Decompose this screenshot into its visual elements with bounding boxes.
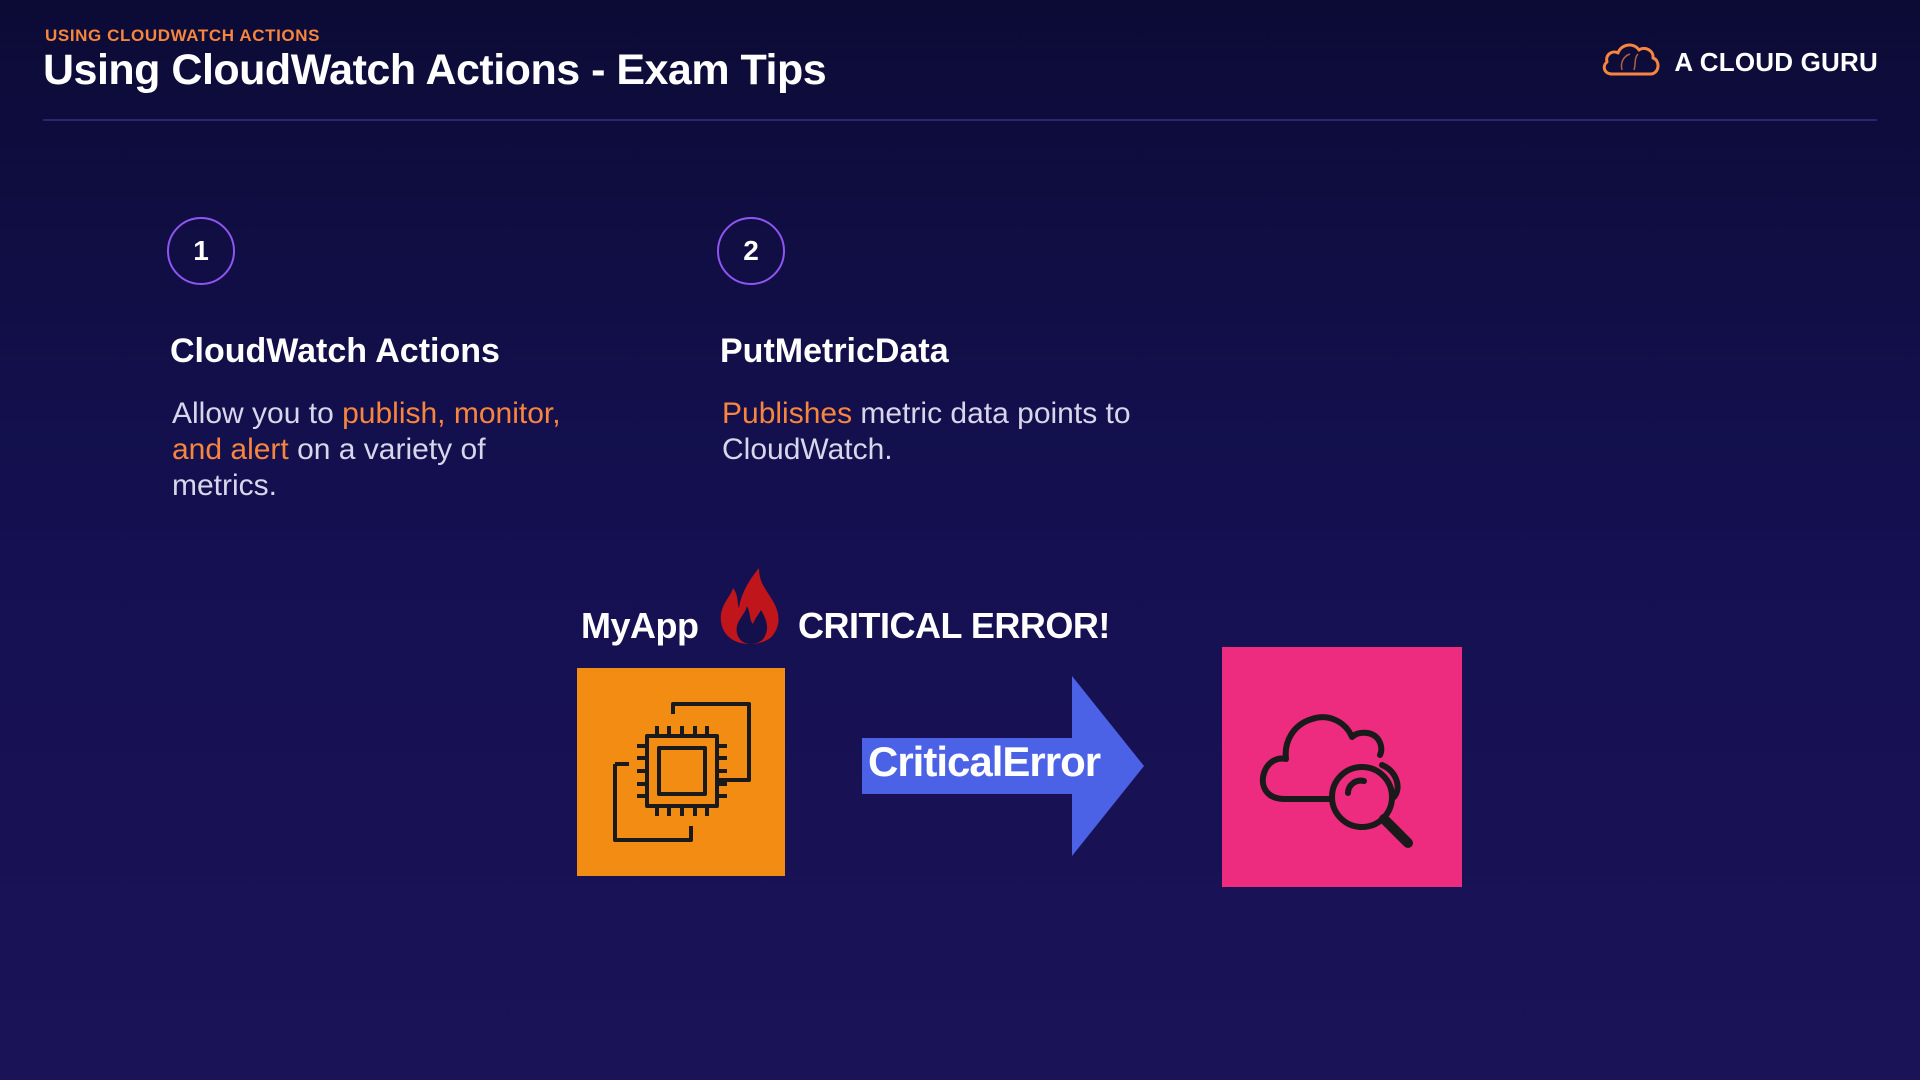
tip-body-1: Allow you to publish, monitor, and alert…	[172, 396, 632, 504]
tip-number-2: 2	[717, 217, 785, 285]
header-divider	[43, 119, 1877, 121]
critical-error-label: CRITICAL ERROR!	[798, 605, 1110, 646]
tip-body-text: Allow you to	[172, 397, 343, 430]
tip-highlight: publish, monitor,	[342, 397, 561, 430]
ec2-instance-tile	[577, 668, 785, 876]
cloud-logo-icon	[1600, 40, 1662, 85]
cloudwatch-icon	[1222, 714, 1462, 891]
tip-number-1: 1	[167, 217, 235, 285]
tip-body-2: Publishes metric data points to CloudWat…	[722, 396, 1202, 468]
tip-highlight: Publishes	[722, 397, 853, 430]
section-eyebrow: USING CLOUDWATCH ACTIONS	[45, 26, 321, 45]
myapp-label: MyApp	[581, 605, 699, 646]
critical-error-metric-label: CriticalError	[868, 738, 1101, 785]
metric-arrow	[862, 676, 1146, 861]
tip-highlight: and alert	[172, 433, 289, 466]
tip-heading-2: PutMetricData	[720, 332, 949, 370]
tip-body-text: CloudWatch.	[722, 433, 893, 466]
brand-logo: A CLOUD GURU	[1600, 40, 1878, 85]
brand-name: A CLOUD GURU	[1674, 47, 1878, 77]
ec2-instance-icon	[577, 702, 785, 880]
fire-icon	[715, 566, 785, 651]
cloudwatch-tile	[1222, 647, 1462, 887]
tip-heading-1: CloudWatch Actions	[170, 332, 500, 370]
tip-body-text: metrics.	[172, 469, 277, 502]
tip-body-text: on a variety of	[288, 433, 486, 466]
slide-title: Using CloudWatch Actions - Exam Tips	[43, 46, 827, 94]
tip-body-text: metric data points to	[852, 397, 1131, 430]
